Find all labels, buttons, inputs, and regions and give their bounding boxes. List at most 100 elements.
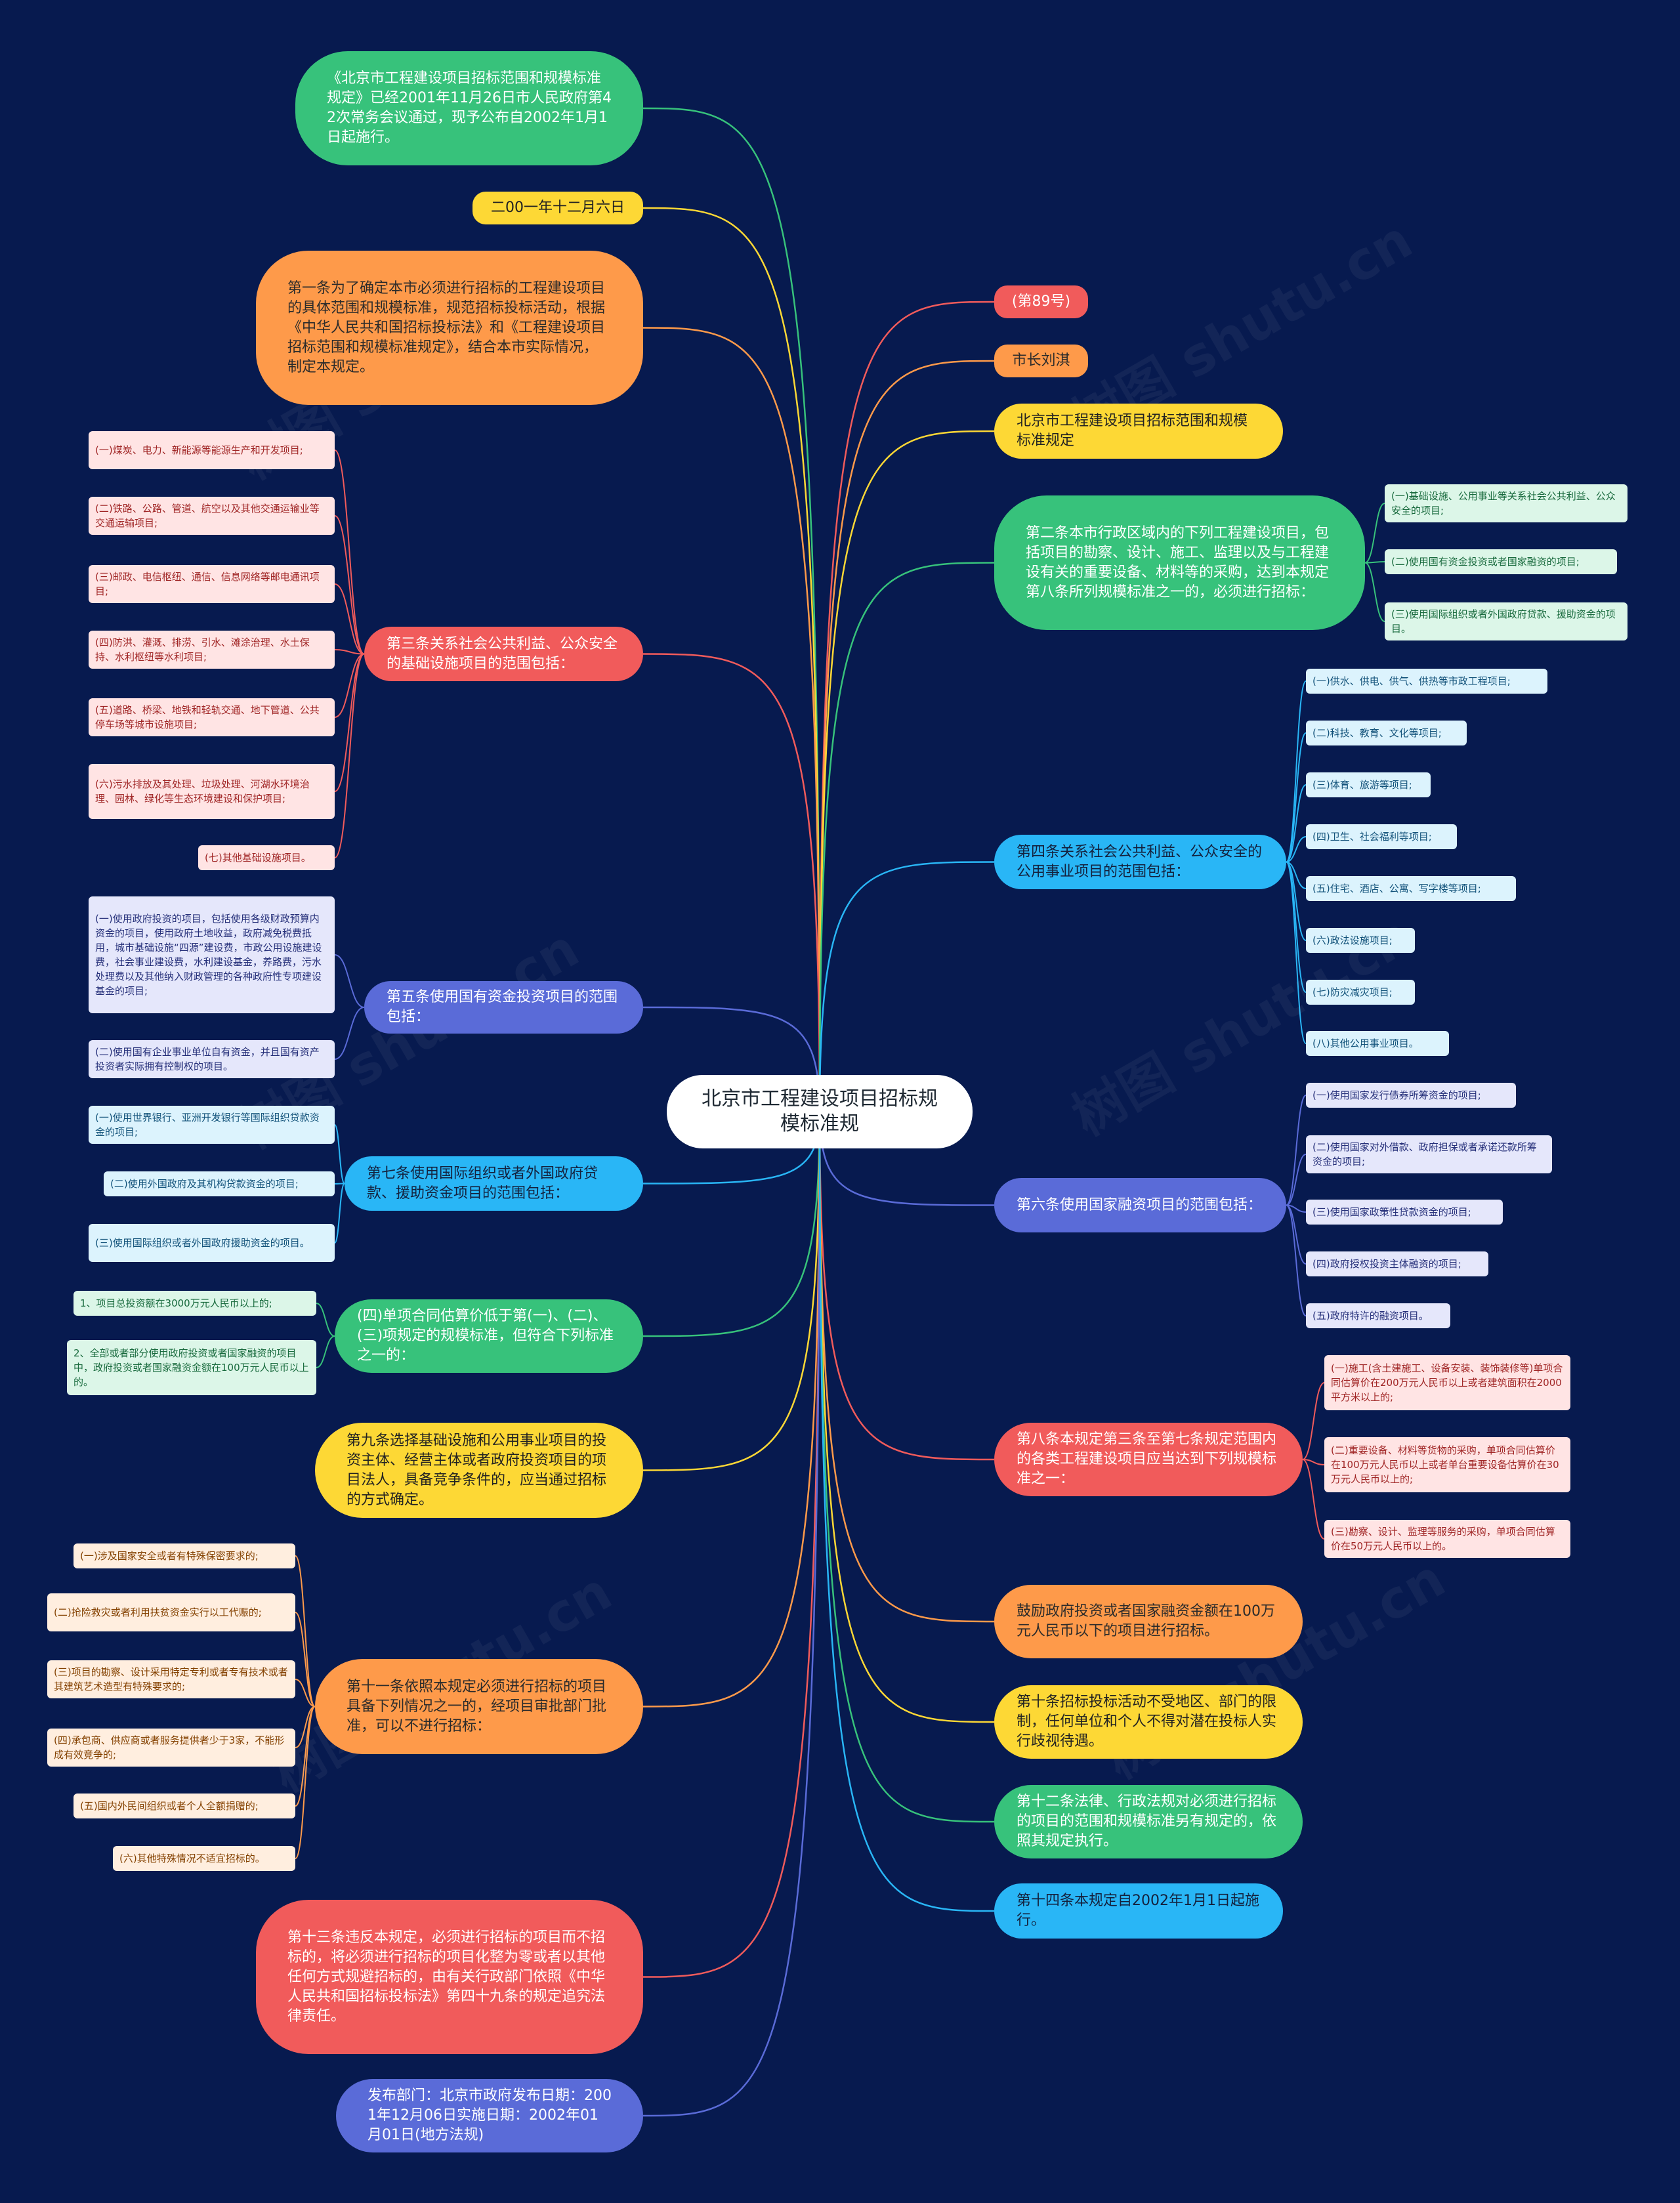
branch-encouragement[interactable]: 鼓励政府投资或者国家融资金额在100万元人民币以下的项目进行招标。 bbox=[994, 1585, 1303, 1658]
leaf-item-four-criterion[interactable]: 2、全部或者部分使用政府投资或者国家融资的项目中，政府投资或者国家融资金额在10… bbox=[67, 1340, 316, 1395]
leaf-article-3-item[interactable]: (六)污水排放及其处理、垃圾处理、河湖水环境治理、园林、绿化等生态环境建设和保护… bbox=[89, 764, 335, 819]
leaf-article-3-item[interactable]: (一)煤炭、电力、新能源等能源生产和开发项目; bbox=[89, 431, 335, 469]
leaf-article-7-item[interactable]: (三)使用国际组织或者外国政府援助资金的项目。 bbox=[89, 1224, 335, 1262]
connector-line bbox=[334, 1124, 345, 1185]
connector-line bbox=[1302, 1382, 1325, 1460]
branch-order-number[interactable]: (第89号) bbox=[994, 285, 1088, 318]
branch-article-8[interactable]: 第八条本规定第三条至第七条规定范围内的各类工程建设项目应当达到下列规模标准之一： bbox=[994, 1423, 1303, 1496]
branch-article-11[interactable]: 第十一条依照本规定必须进行招标的项目具备下列情况之一的，经项目审批部门批准，可以… bbox=[315, 1659, 643, 1754]
branch-article-2[interactable]: 第二条本市行政区域内的下列工程建设项目，包括项目的勘察、设计、施工、监理以及与工… bbox=[994, 495, 1365, 630]
branch-article-7[interactable]: 第七条使用国际组织或者外国政府贷款、援助资金项目的范围包括： bbox=[345, 1156, 643, 1211]
leaf-article-3-item[interactable]: (三)邮政、电信枢纽、通信、信息网络等邮电通讯项目; bbox=[89, 565, 335, 603]
branch-article-12[interactable]: 第十二条法律、行政法规对必须进行招标的项目的范围和规模标准另有规定的，依照其规定… bbox=[994, 1785, 1303, 1858]
leaf-article-3-item[interactable]: (五)道路、桥梁、地铁和轻轨交通、地下管道、公共停车场等城市设施项目; bbox=[89, 698, 335, 736]
connector-line bbox=[1286, 1204, 1307, 1213]
leaf-article-4-item[interactable]: (八)其他公用事业项目。 bbox=[1306, 1031, 1449, 1056]
connector-line bbox=[642, 1111, 821, 1978]
leaf-article-6-item[interactable]: (四)政府授权投资主体融资的项目; bbox=[1306, 1251, 1488, 1276]
connector-line bbox=[642, 207, 821, 1112]
leaf-article-6-item[interactable]: (三)使用国家政策性贷款资金的项目; bbox=[1306, 1200, 1503, 1225]
connector-line bbox=[1364, 562, 1385, 622]
connector-line bbox=[334, 653, 365, 792]
leaf-article-6-item[interactable]: (二)使用国家对外借款、政府担保或者承诺还款所筹资金的项目; bbox=[1306, 1135, 1552, 1173]
branch-article-6[interactable]: 第六条使用国家融资项目的范围包括： bbox=[994, 1178, 1286, 1232]
connector-line bbox=[1364, 561, 1385, 564]
connector-line bbox=[1286, 1204, 1307, 1316]
connector-line bbox=[295, 1612, 316, 1708]
connector-line bbox=[642, 107, 821, 1112]
connector-line bbox=[1302, 1459, 1325, 1465]
connector-line bbox=[1302, 1459, 1325, 1540]
branch-article-4[interactable]: 第四条关系社会公共利益、公众安全的公用事业项目的范围包括： bbox=[994, 835, 1286, 889]
branch-date[interactable]: 二00一年十二月六日 bbox=[472, 192, 643, 224]
connector-line bbox=[818, 1111, 995, 1823]
connector-line bbox=[818, 1111, 995, 1461]
connector-line bbox=[1286, 836, 1307, 863]
leaf-article-5-item[interactable]: (一)使用政府投资的项目，包括使用各级财政预算内资金的项目，使用政府土地收益，政… bbox=[89, 896, 335, 1013]
leaf-article-11-item[interactable]: (二)抢险救灾或者利用扶贫资金实行以工代赈的; bbox=[47, 1593, 295, 1631]
leaf-article-11-item[interactable]: (三)项目的勘察、设计采用特定专利或者专有技术或者其建筑艺术造型有特殊要求的; bbox=[47, 1660, 295, 1698]
connector-line bbox=[1286, 1204, 1307, 1265]
branch-article-9[interactable]: 第九条选择基础设施和公用事业项目的投资主体、经营主体或者政府投资项目的项目法人，… bbox=[315, 1423, 643, 1518]
branch-publication-info[interactable]: 发布部门：北京市政府发布日期：2001年12月06日实施日期：2002年01月0… bbox=[336, 2079, 643, 2152]
leaf-article-8-item[interactable]: (一)施工(含土建施工、设备安装、装饰装修等)单项合同估算价在200万元人民币以… bbox=[1324, 1355, 1570, 1410]
branch-article-3[interactable]: 第三条关系社会公共利益、公众安全的基础设施项目的范围包括： bbox=[364, 627, 643, 681]
connector-line bbox=[295, 1706, 316, 1859]
leaf-article-8-item[interactable]: (三)勘察、设计、监理等服务的采购，单项合同估算价在50万元人民币以上的。 bbox=[1324, 1520, 1570, 1558]
connector-line bbox=[818, 562, 995, 1112]
connector-line bbox=[1286, 861, 1307, 889]
leaf-article-11-item[interactable]: (一)涉及国家安全或者有特殊保密要求的; bbox=[74, 1543, 295, 1568]
connector-line bbox=[334, 515, 365, 655]
leaf-article-4-item[interactable]: (六)政法设施项目; bbox=[1306, 928, 1415, 953]
leaf-article-11-item[interactable]: (五)国内外民间组织或者个人全额捐赠的; bbox=[74, 1794, 295, 1818]
branch-regulation-title[interactable]: 北京市工程建设项目招标范围和规模标准规定 bbox=[994, 404, 1283, 459]
branch-article-5[interactable]: 第五条使用国有资金投资项目的范围包括： bbox=[364, 981, 643, 1034]
branch-item-four[interactable]: (四)单项合同估算价低于第(一)、(二)、(三)项规定的规模标准，但符合下列标准… bbox=[335, 1299, 643, 1373]
leaf-article-2-item[interactable]: (一)基础设施、公用事业等关系社会公共利益、公众安全的项目; bbox=[1385, 484, 1628, 522]
leaf-article-11-item[interactable]: (四)承包商、供应商或者服务提供者少于3家，不能形成有效竞争的; bbox=[47, 1729, 295, 1767]
leaf-article-4-item[interactable]: (三)体育、旅游等项目; bbox=[1306, 772, 1431, 797]
connector-line bbox=[316, 1303, 335, 1337]
leaf-article-7-item[interactable]: (一)使用世界银行、亚洲开发银行等国际组织贷款资金的项目; bbox=[89, 1106, 335, 1144]
leaf-article-4-item[interactable]: (四)卫生、社会福利等项目; bbox=[1306, 824, 1457, 849]
leaf-article-6-item[interactable]: (五)政府特许的融资项目。 bbox=[1306, 1303, 1450, 1328]
leaf-article-6-item[interactable]: (一)使用国家发行债券所筹资金的项目; bbox=[1306, 1083, 1516, 1108]
leaf-article-3-item[interactable]: (二)铁路、公路、管道、航空以及其他交通运输业等交通运输项目; bbox=[89, 497, 335, 535]
branch-article-1[interactable]: 第一条为了确定本市必须进行招标的工程建设项目的具体范围和规模标准，规范招标投标活… bbox=[256, 251, 643, 405]
connector-line bbox=[818, 1111, 995, 1623]
leaf-article-2-item[interactable]: (三)使用国际组织或者外国政府贷款、援助资金的项目。 bbox=[1385, 602, 1628, 640]
connector-line bbox=[818, 301, 995, 1112]
connector-line bbox=[334, 1007, 365, 1060]
branch-article-14[interactable]: 第十四条本规定自2002年1月1日起施行。 bbox=[994, 1883, 1283, 1939]
connector-line bbox=[642, 327, 821, 1112]
connector-line bbox=[642, 1111, 821, 1337]
branch-article-10[interactable]: 第十条招标投标活动不受地区、部门的限制，任何单位和个人不得对潜在投标人实行歧视待… bbox=[994, 1685, 1303, 1759]
leaf-article-3-item[interactable]: (七)其他基础设施项目。 bbox=[198, 845, 335, 870]
leaf-article-11-item[interactable]: (六)其他特殊情况不适宜招标的。 bbox=[113, 1846, 295, 1871]
connector-line bbox=[818, 861, 995, 1112]
connector-line bbox=[334, 1183, 345, 1185]
leaf-article-8-item[interactable]: (二)重要设备、材料等货物的采购，单项合同估算价在100万元人民币以上或者单台重… bbox=[1324, 1437, 1570, 1492]
leaf-article-3-item[interactable]: (四)防洪、灌溉、排涝、引水、滩涂治理、水土保持、水利枢纽等水利项目; bbox=[89, 631, 335, 669]
leaf-article-4-item[interactable]: (五)住宅、酒店、公寓、写字楼等项目; bbox=[1306, 876, 1516, 901]
leaf-article-4-item[interactable]: (一)供水、供电、供气、供热等市政工程项目; bbox=[1306, 669, 1547, 694]
leaf-article-5-item[interactable]: (二)使用国有企业事业单位自有资金，并且国有资产投资者实际拥有控制权的项目。 bbox=[89, 1040, 335, 1078]
leaf-item-four-criterion[interactable]: 1、项目总投资额在3000万元人民币以上的; bbox=[74, 1291, 316, 1316]
connector-line bbox=[1364, 503, 1385, 564]
connector-line bbox=[334, 653, 365, 858]
leaf-article-2-item[interactable]: (二)使用国有资金投资或者国家融资的项目; bbox=[1385, 549, 1617, 574]
connector-line bbox=[334, 450, 365, 655]
leaf-article-7-item[interactable]: (二)使用外国政府及其机构贷款资金的项目; bbox=[104, 1171, 335, 1196]
connector-line bbox=[642, 1111, 821, 1471]
branch-mayor[interactable]: 市长刘淇 bbox=[994, 345, 1088, 377]
leaf-article-4-item[interactable]: (七)防灾减灾项目; bbox=[1306, 980, 1415, 1005]
root-topic[interactable]: 北京市工程建设项目招标规模标准规 bbox=[667, 1075, 973, 1148]
branch-article-13[interactable]: 第十三条违反本规定，必须进行招标的项目而不招标的，将必须进行招标的项目化整为零或… bbox=[256, 1900, 643, 2054]
connector-line bbox=[334, 1183, 345, 1244]
connector-line bbox=[295, 1555, 316, 1708]
leaf-article-4-item[interactable]: (二)科技、教育、文化等项目; bbox=[1306, 721, 1467, 745]
connector-line bbox=[295, 1679, 316, 1708]
branch-gazette[interactable]: 《北京市工程建设项目招标范围和规模标准规定》已经2001年11月26日市人民政府… bbox=[295, 51, 643, 165]
connector-line bbox=[1286, 732, 1307, 863]
